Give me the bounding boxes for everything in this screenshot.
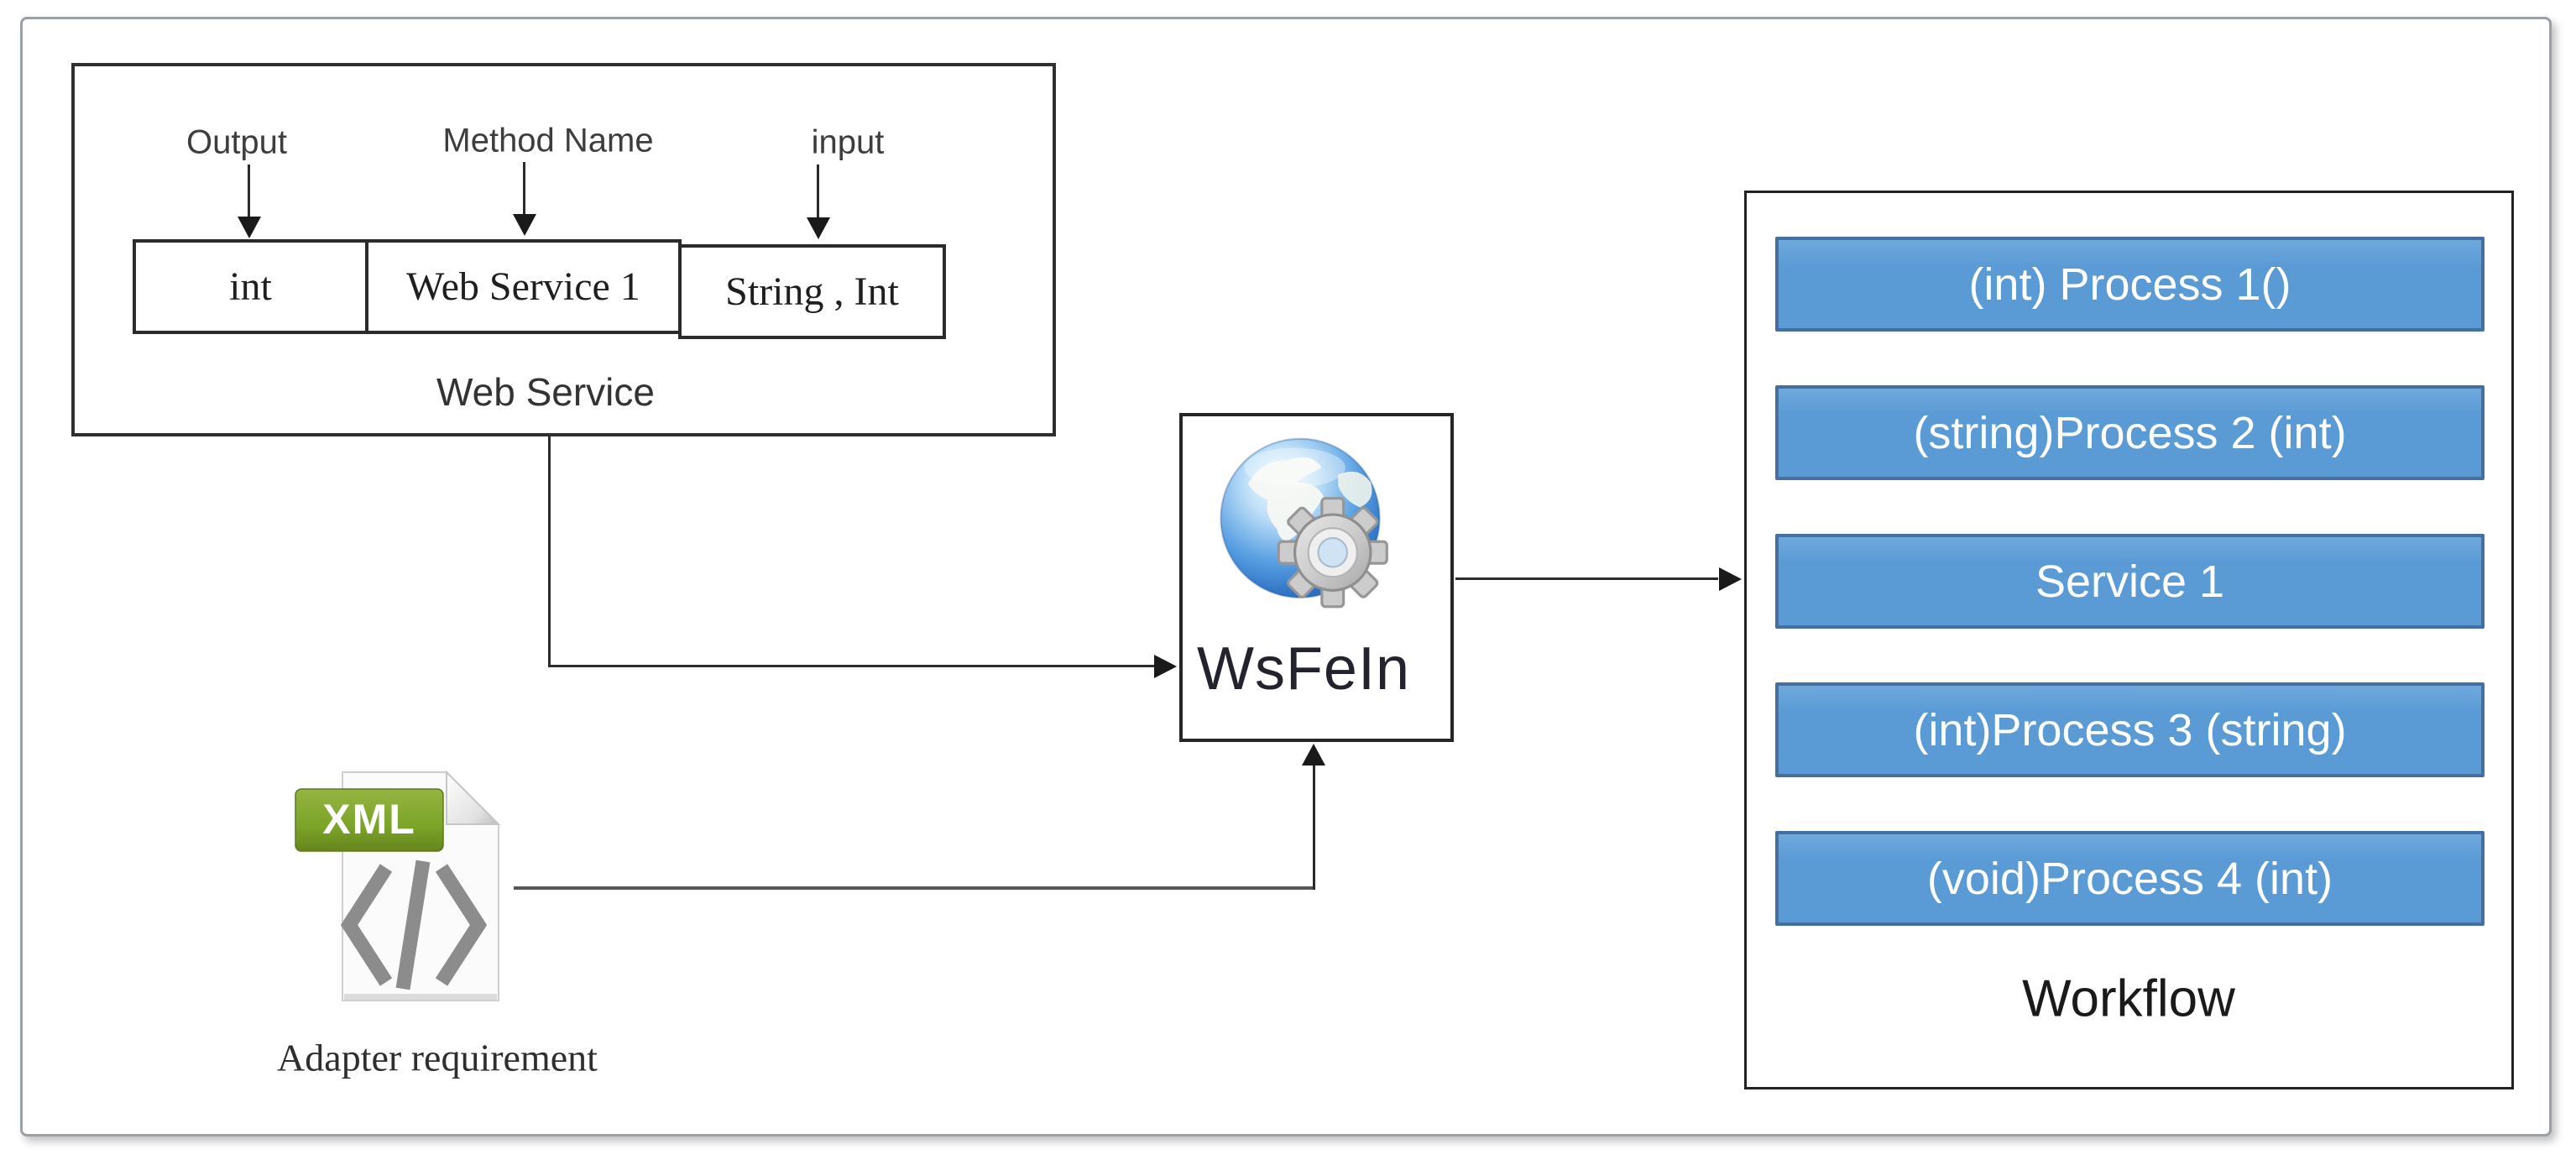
globe-gear-icon (1220, 437, 1388, 609)
workflow-panel (1744, 191, 2514, 1089)
arrow-down-icon (238, 217, 261, 238)
connector-xml-to-wsfein-horizontal (514, 886, 1315, 890)
method-name-column-label: Method Name (442, 122, 654, 159)
gear-icon (1277, 497, 1388, 609)
input-column-label: input (811, 123, 885, 161)
workflow-activity-process4: (void)Process 4 (int) (1775, 831, 2485, 926)
xml-file-icon (295, 770, 501, 1001)
output-type-cell: int (133, 239, 368, 334)
adapter-requirement-caption: Adapter requirement (277, 1036, 598, 1079)
input-arrow-line (817, 165, 819, 218)
workflow-activity-process1: (int) Process 1() (1775, 237, 2485, 332)
input-types-cell: String , Int (678, 244, 946, 339)
arrow-right-icon (1719, 567, 1742, 591)
arrow-down-icon (807, 217, 830, 239)
workflow-activity-process2: (string)Process 2 (int) (1775, 385, 2485, 480)
workflow-activity-service1: Service 1 (1775, 534, 2485, 629)
arrow-up-icon (1302, 744, 1325, 765)
connector-webservice-to-wsfein-vertical (548, 436, 551, 666)
method-arrow-line (523, 162, 525, 215)
output-arrow-line (248, 165, 250, 218)
arrow-right-icon (1154, 655, 1177, 678)
workflow-activity-process3: (int)Process 3 (string) (1775, 682, 2485, 777)
arrow-down-icon (513, 214, 536, 236)
workflow-caption: Workflow (2022, 969, 2235, 1028)
connector-webservice-to-wsfein-horizontal (548, 665, 1154, 667)
code-brackets-icon (340, 860, 488, 990)
output-column-label: Output (185, 123, 288, 161)
connector-wsfein-to-workflow (1455, 577, 1718, 580)
method-name-cell: Web Service 1 (365, 239, 682, 334)
web-service-caption: Web Service (436, 370, 655, 414)
connector-xml-to-wsfein-vertical (1313, 764, 1315, 890)
xml-badge: XML (322, 796, 416, 843)
wsfein-label: WsFeIn (1196, 635, 1411, 703)
